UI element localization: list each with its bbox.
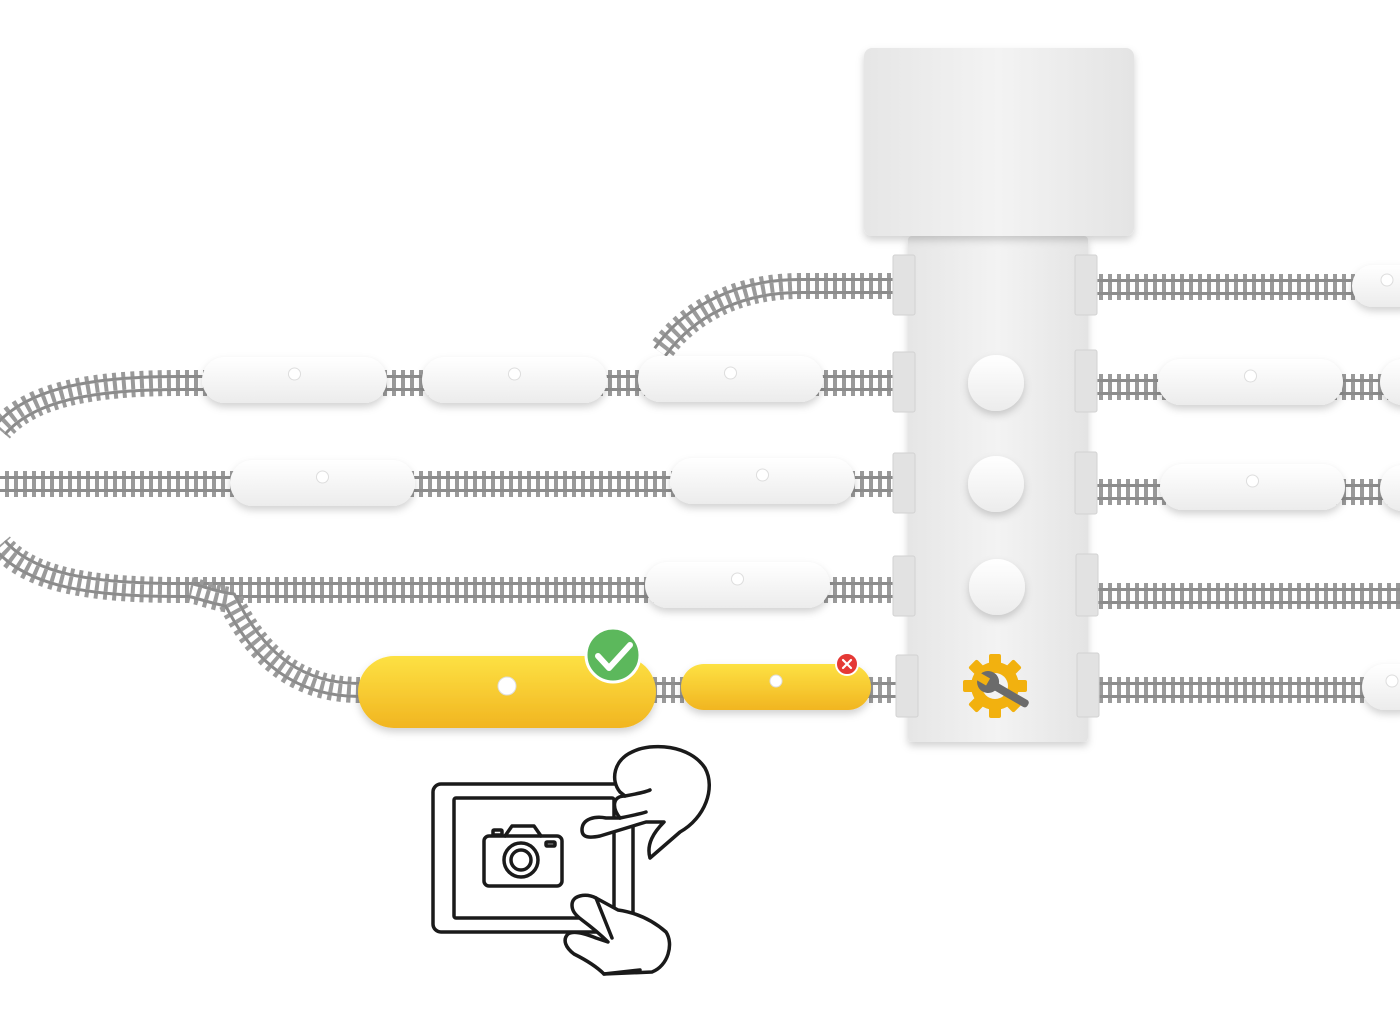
buffer-stop [1074, 254, 1098, 316]
car-coupler-dot [1380, 273, 1394, 287]
buffer-stop [1075, 553, 1099, 617]
buffer-stop [895, 654, 919, 718]
track-ties-inner [0, 378, 900, 434]
car-yellow-rear [681, 664, 871, 710]
camera-icon [482, 824, 564, 888]
signal-lights [968, 355, 1025, 615]
track-branch-top [649, 273, 900, 360]
car-white-partial [1380, 359, 1400, 405]
checkmark-icon [595, 642, 633, 671]
buffer-stop [1074, 451, 1098, 515]
car-coupler-dot [508, 367, 521, 381]
signal-light-track-2 [968, 456, 1024, 512]
car-coupler-dot [731, 572, 744, 586]
car-coupler-dot [1385, 674, 1399, 688]
car-body [1380, 359, 1400, 405]
hand-icon [580, 744, 711, 860]
track-5-left [187, 577, 900, 703]
gear-wrench-icon [963, 654, 1029, 718]
car-coupler-dot [288, 367, 301, 381]
buffer-stop [1074, 349, 1098, 413]
car-yellow-inspected [358, 656, 656, 728]
track-ties-inner [188, 585, 900, 695]
car-white-partial [1352, 265, 1400, 307]
car-coupler-dot [1246, 474, 1259, 488]
ok-badge [584, 626, 642, 684]
track-ties-inner [0, 541, 900, 595]
car-coupler-dot [724, 366, 737, 380]
car-white [1158, 359, 1343, 405]
car-white [638, 356, 823, 402]
signal-light-track-3 [969, 559, 1025, 615]
car-white [670, 458, 855, 504]
signal-light-track-1 [968, 355, 1024, 411]
station-roof [864, 48, 1134, 236]
buffer-stop [892, 351, 916, 413]
wrench-icon [975, 671, 1029, 708]
track-3-left [0, 536, 900, 603]
track-1-left [0, 370, 900, 439]
car-white-partial [1380, 465, 1400, 511]
buffer-stop [892, 254, 916, 316]
car-coupler-dot [316, 470, 329, 484]
car-coupler-dot [769, 674, 783, 688]
car-coupler-dot [756, 468, 769, 482]
buffer-stop [1076, 652, 1100, 718]
buffer-stop [892, 452, 916, 514]
buffer-stop [892, 555, 916, 617]
car-body [1380, 465, 1400, 511]
lower-hand-icon [563, 893, 672, 976]
car-coupler-dot [497, 676, 517, 696]
car-white [1160, 464, 1345, 510]
car-white [422, 357, 607, 403]
car-body [1352, 265, 1400, 307]
train-cars [202, 265, 1400, 728]
car-white [202, 357, 387, 403]
car-white [645, 562, 830, 608]
track-ties-inner [655, 281, 900, 355]
inspection-tablet-illustration [431, 744, 711, 976]
car-coupler-dot [1244, 369, 1257, 383]
car-white-partial [1362, 664, 1400, 710]
close-icon [841, 658, 853, 670]
error-badge [835, 652, 859, 676]
car-white [230, 460, 415, 506]
buffer-stops [892, 254, 1100, 718]
